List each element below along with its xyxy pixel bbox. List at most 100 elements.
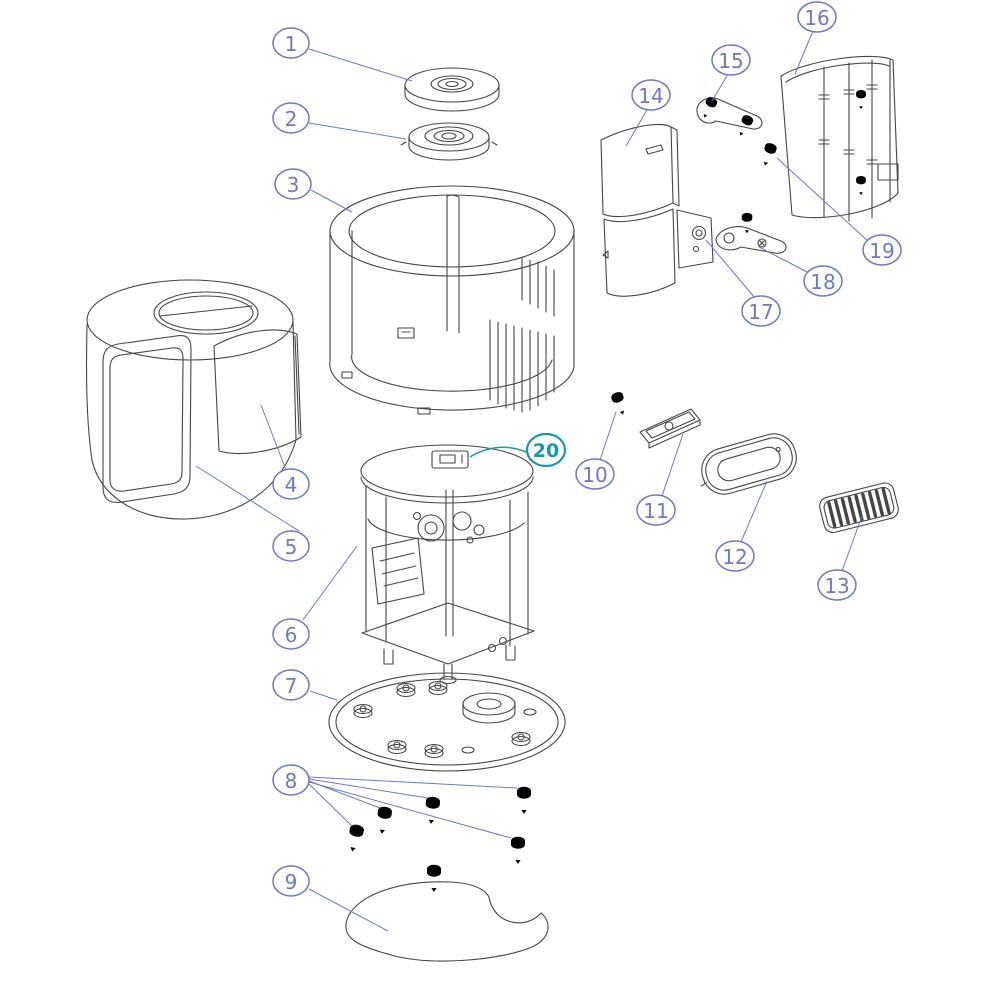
callout-label: 10 <box>582 463 607 487</box>
callout-label: 7 <box>285 674 298 698</box>
callout-circle <box>741 295 781 327</box>
callout-13: 13 <box>817 569 857 601</box>
leader-line-10 <box>599 411 617 461</box>
callout-7: 7 <box>272 669 310 701</box>
callout-circle <box>631 79 671 111</box>
callout-circle <box>817 569 857 601</box>
screw <box>424 796 441 825</box>
callout-16: 16 <box>797 1 837 33</box>
part-18-wing-bracket <box>715 212 787 254</box>
callout-circle <box>272 764 310 796</box>
part-10-screw <box>610 390 629 417</box>
leader-line-17 <box>705 239 756 299</box>
leader-line-15 <box>711 73 729 102</box>
callout-9: 9 <box>272 865 310 897</box>
callout-label: 17 <box>748 300 773 324</box>
part-15-bracket <box>696 95 763 139</box>
part-11-latch-plate <box>639 408 701 449</box>
part-12-frame-gasket <box>700 433 797 495</box>
callout-circle <box>525 432 567 468</box>
callout-4: 4 <box>272 468 310 500</box>
callout-label: 6 <box>285 623 298 647</box>
leader-lines <box>195 30 870 932</box>
callout-1: 1 <box>272 27 310 59</box>
boss <box>353 680 531 759</box>
callout-label: 20 <box>533 440 559 462</box>
leader-line-5 <box>195 465 300 532</box>
screw <box>427 864 441 892</box>
callout-label: 14 <box>638 84 663 108</box>
callout-label: 4 <box>285 473 298 497</box>
callout-5: 5 <box>272 530 310 562</box>
leader-line-20 <box>469 446 527 458</box>
part-5-outer-shell <box>85 279 297 520</box>
leader-line-12 <box>740 480 768 543</box>
screw <box>374 805 393 835</box>
screw <box>759 141 778 168</box>
callout-circle <box>272 468 310 500</box>
leader-line-13 <box>841 515 863 572</box>
callout-label: 9 <box>285 870 298 894</box>
callout-circle <box>803 265 843 297</box>
leader-line-9 <box>308 888 389 932</box>
callout-circle <box>272 102 310 134</box>
part-3-main-housing <box>329 185 575 415</box>
part-7-base-plate <box>328 672 566 772</box>
parts-line-art <box>85 55 899 962</box>
callout-14: 14 <box>631 79 671 111</box>
part-4-window-pane <box>213 329 302 455</box>
callout-label: 5 <box>285 535 298 559</box>
callout-label: 3 <box>287 173 300 197</box>
callout-circle <box>272 669 310 701</box>
leader-line-7 <box>309 690 338 701</box>
callout-circle <box>711 44 751 76</box>
part-17-hinge <box>691 225 707 253</box>
part-8-screws <box>345 786 531 892</box>
part-1-top-cap <box>404 67 500 112</box>
screw <box>610 390 629 417</box>
part-19-screw <box>759 141 778 168</box>
part-13-vent-grille <box>819 482 899 534</box>
leader-line-19 <box>776 157 870 243</box>
screw <box>741 212 753 234</box>
callout-circle <box>272 618 310 650</box>
callout-circle <box>797 1 837 33</box>
leader-line-16 <box>794 30 814 75</box>
callout-11: 11 <box>636 494 676 526</box>
part-6-motor-assembly <box>360 444 535 685</box>
callout-label: 19 <box>869 239 894 263</box>
callouts: 1 2 3 4 5 6 7 8 9 10 11 12 13 14 15 16 1… <box>272 1 902 897</box>
screw <box>345 823 365 853</box>
leader-line-3 <box>310 189 353 213</box>
callout-label: 8 <box>285 769 298 793</box>
leader-line-18 <box>758 246 810 274</box>
part-2-inner-cap <box>400 122 498 161</box>
callout-2: 2 <box>272 102 310 134</box>
callout-18: 18 <box>803 265 843 297</box>
callout-label: 11 <box>643 499 668 523</box>
callout-label: 16 <box>804 6 829 30</box>
screw <box>699 95 719 121</box>
callout-circle <box>575 458 615 490</box>
callout-20-highlight: 20 <box>525 432 567 468</box>
leader-line-1 <box>308 48 413 82</box>
screw <box>511 836 525 864</box>
callout-circle <box>715 540 755 572</box>
callout-label: 12 <box>722 545 747 569</box>
callout-label: 1 <box>285 32 298 56</box>
screw <box>856 90 866 110</box>
callout-circle <box>636 494 676 526</box>
leader-line-4 <box>260 404 287 471</box>
screw <box>517 786 531 814</box>
callout-label: 2 <box>285 107 298 131</box>
callout-label: 15 <box>718 49 743 73</box>
callout-circle <box>272 530 310 562</box>
callout-10: 10 <box>575 458 615 490</box>
callout-12: 12 <box>715 540 755 572</box>
screw <box>856 176 866 196</box>
leader-line-6 <box>302 545 358 621</box>
callout-8: 8 <box>272 764 310 796</box>
callout-label: 18 <box>810 270 835 294</box>
